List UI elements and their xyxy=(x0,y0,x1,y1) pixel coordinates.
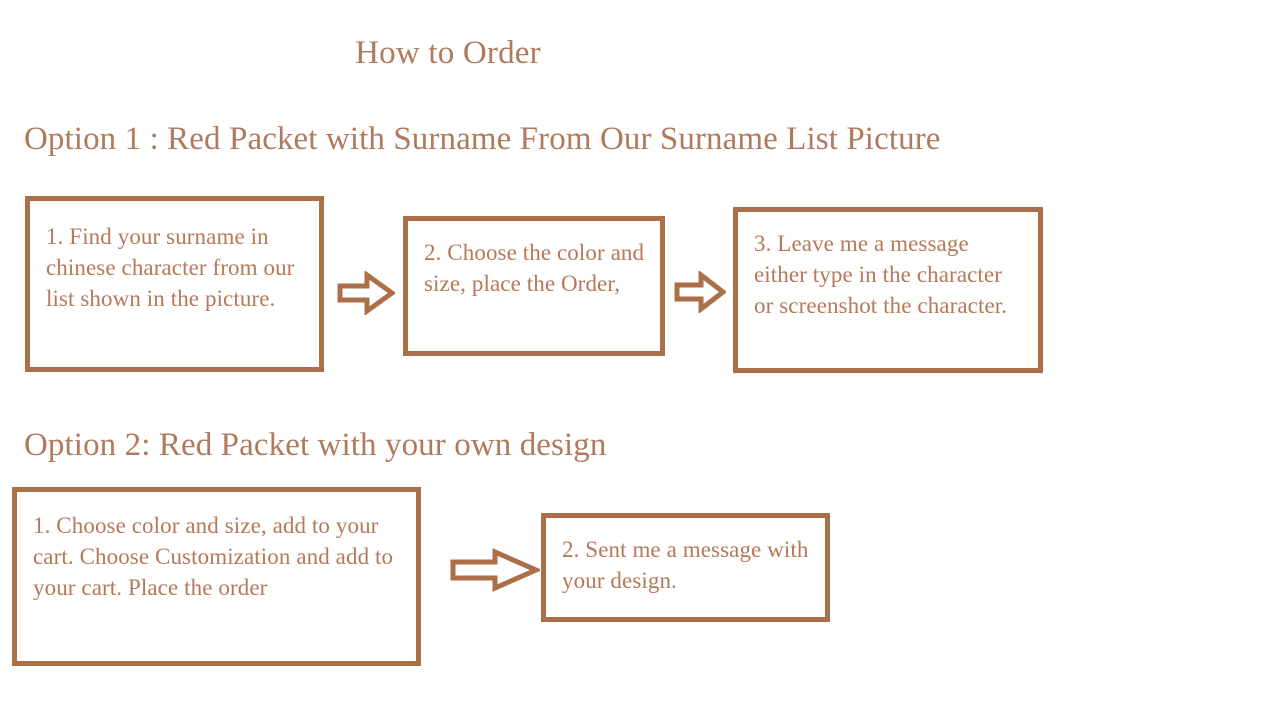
section-heading-option-2: Option 2: Red Packet with your own desig… xyxy=(24,427,607,463)
flow-step-box-1-2: 2. Choose the color and size, place the … xyxy=(403,216,665,356)
arrow-right-icon xyxy=(337,271,395,315)
arrow-right-icon xyxy=(674,271,726,313)
flow-step-box-2-2: 2. Sent me a message with your design. xyxy=(541,513,830,622)
flow-step-text: 1. Find your surname in chinese characte… xyxy=(46,224,295,311)
flow-step-box-1-3: 3. Leave me a message either type in the… xyxy=(733,207,1043,373)
flow-step-text: 2. Choose the color and size, place the … xyxy=(424,240,645,296)
flow-step-text: 3. Leave me a message either type in the… xyxy=(754,231,1008,318)
flow-step-text: 1. Choose color and size, add to your ca… xyxy=(33,513,394,600)
section-heading-option-1: Option 1 : Red Packet with Surname From … xyxy=(24,121,941,157)
flow-step-box-1-1: 1. Find your surname in chinese characte… xyxy=(25,196,324,372)
flow-step-box-2-1: 1. Choose color and size, add to your ca… xyxy=(12,487,421,666)
arrow-right-icon xyxy=(450,548,540,592)
flow-step-text: 2. Sent me a message with your design. xyxy=(562,537,809,593)
page-title: How to Order xyxy=(355,35,541,71)
